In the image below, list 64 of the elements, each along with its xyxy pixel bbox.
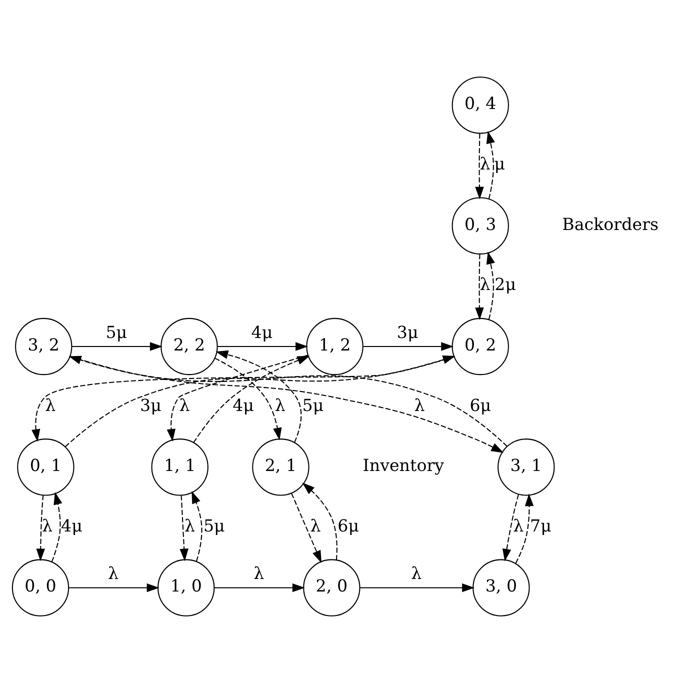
node-circle: 3, 0: [472, 558, 530, 616]
edge-label: 2μ: [494, 274, 516, 294]
arrow: [363, 342, 454, 350]
edge-label: μ: [494, 154, 506, 174]
node-circle: 1, 1: [151, 438, 208, 496]
arrow: [192, 490, 202, 561]
arrow: [72, 342, 162, 350]
node-circle: 1, 2: [306, 317, 364, 375]
arrow: [166, 354, 308, 442]
arrow: [486, 130, 495, 198]
node-circle: 0, 2: [452, 317, 509, 375]
arrow: [214, 582, 305, 592]
arrow: [214, 357, 282, 440]
edge-label: λ: [414, 395, 425, 414]
edge-label: λ: [411, 564, 422, 583]
arrow: [291, 492, 322, 563]
edge-label: 5μ: [203, 516, 225, 535]
node-circle: 1, 0: [158, 558, 215, 616]
edge-label: λ: [42, 516, 53, 535]
edge-label: 5μ: [106, 322, 128, 342]
node-circle: 0, 3: [452, 196, 509, 254]
edge-label: λ: [108, 564, 119, 583]
edge-label: 4μ: [232, 395, 254, 414]
arrow: [360, 582, 475, 592]
edge-label: λ: [513, 516, 524, 535]
edge-label: λ: [310, 516, 321, 535]
edge-label: λ: [274, 395, 286, 414]
arrow: [475, 132, 484, 199]
edge-label: λ: [480, 154, 490, 174]
arrow: [216, 350, 302, 442]
arrow: [180, 494, 188, 561]
label: Backorders: [562, 214, 659, 234]
edge-label: λ: [184, 516, 196, 535]
edge-label: 4μ: [251, 322, 273, 342]
edge-label: λ: [179, 395, 190, 414]
arrow: [51, 492, 62, 562]
node-circle: 0, 0: [12, 558, 70, 616]
edge-label: 3μ: [140, 395, 162, 414]
node-circle: 2, 1: [252, 438, 310, 496]
edge-label: 3μ: [396, 322, 418, 342]
node-circle: 0, 1: [17, 438, 74, 496]
arrow: [486, 251, 495, 320]
arrow: [68, 582, 160, 592]
edge-label: 5μ: [302, 395, 324, 414]
arrow: [36, 494, 45, 561]
arrow: [302, 482, 338, 560]
node-circle: 2, 0: [303, 558, 360, 616]
node-circle: 3, 1: [498, 438, 555, 496]
node-circle: 2, 2: [160, 317, 218, 375]
node-circle: 3, 2: [15, 317, 72, 375]
label: Inventory: [362, 456, 444, 475]
edge-label: 6μ: [338, 516, 360, 535]
edge-label: λ: [45, 395, 56, 414]
edge-label: 4μ: [61, 516, 82, 535]
arrow: [515, 493, 534, 563]
node-circle: 0, 4: [452, 76, 509, 134]
arrow: [502, 494, 519, 561]
arrow: [193, 355, 310, 442]
arrow: [475, 254, 484, 320]
edge-label: 7μ: [530, 516, 552, 535]
edge-label: λ: [254, 564, 264, 583]
edge-label: 6μ: [470, 395, 492, 414]
edge-label: λ: [480, 274, 490, 294]
arrow: [218, 342, 308, 350]
